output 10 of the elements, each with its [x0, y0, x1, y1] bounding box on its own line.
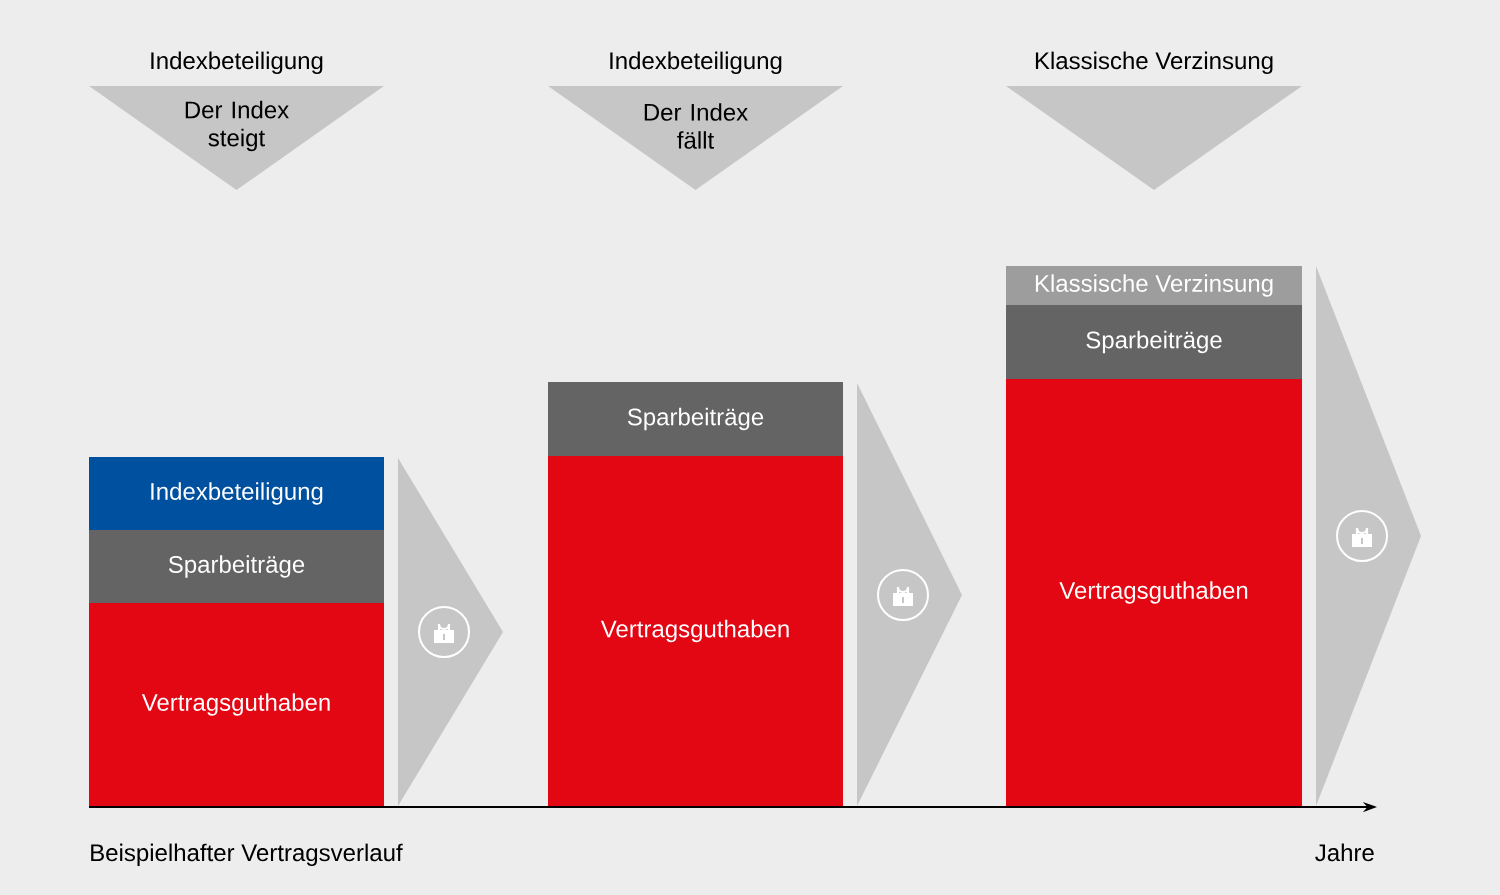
axis-label: Jahre [1315, 843, 1374, 862]
stacked-block: Indexbeteiligung [89, 457, 384, 530]
stacked-block: Vertragsguthaben [89, 603, 384, 806]
stacked-block: Sparbeiträge [89, 530, 384, 603]
axis-label: Beispielhafter Vertragsverlauf [91, 843, 403, 866]
stacked-block: Klassische Verzinsung [1006, 266, 1302, 305]
stacked-block: Vertragsguthaben [548, 456, 843, 806]
stacked-block: Vertragsguthaben [1006, 379, 1302, 806]
stacked-block: Sparbeiträge [548, 382, 843, 456]
stacked-block: Sparbeiträge [1006, 305, 1302, 379]
